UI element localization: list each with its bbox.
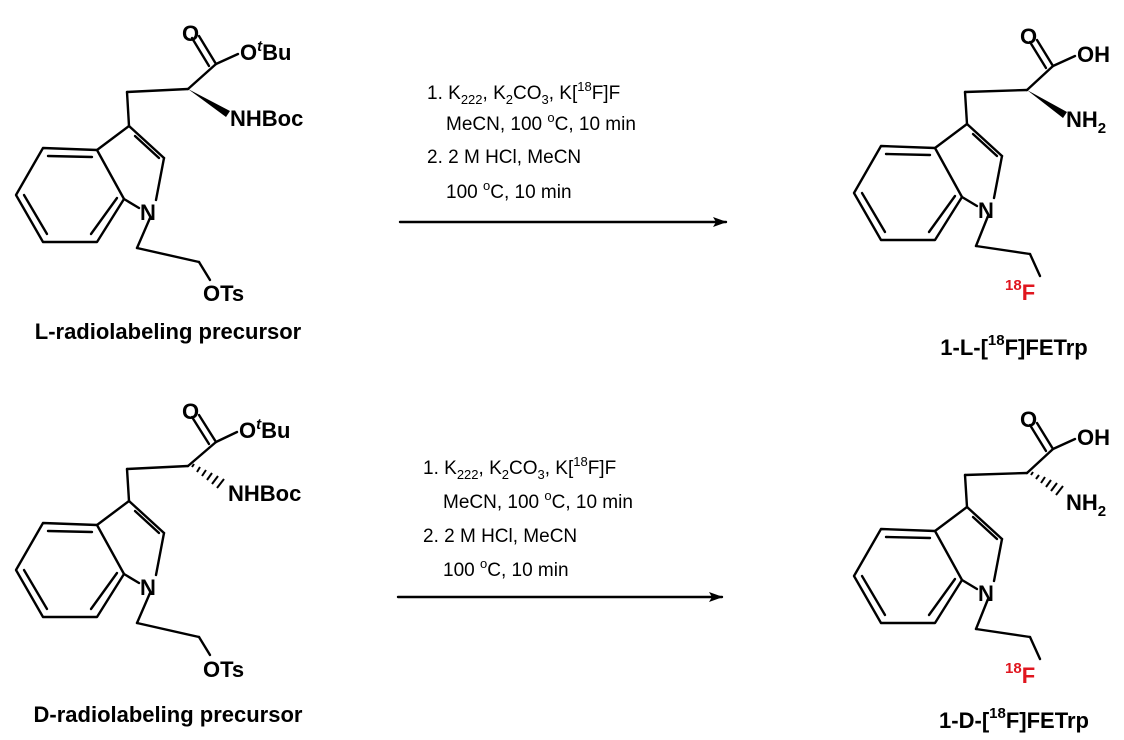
indole-nitrogen: N: [140, 575, 156, 600]
tosylate-group: OTs: [203, 657, 244, 682]
l-product-label: 1-L-[18F]FETrp: [940, 332, 1087, 360]
l-product-structure: N O OH NH2 18F: [852, 24, 1110, 305]
condition-line-3: 2. 2 M HCl, MeCN: [423, 526, 577, 547]
d-reaction-conditions: 1. K222, K2CO3, K[18F]F MeCN, 100 oC, 10…: [423, 454, 633, 581]
condition-line-2: MeCN, 100 oC, 10 min: [443, 488, 633, 513]
reaction-l: N O OtBu NHBoc OTs L-radiolabeling precu…: [14, 21, 1110, 360]
d-precursor-structure: N O OtBu NHBoc OTs: [14, 399, 301, 682]
d-product-structure: N O OH NH2 18F: [852, 407, 1110, 688]
d-precursor-label: D-radiolabeling precursor: [34, 702, 303, 727]
l-reaction-conditions: 1. K222, K2CO3, K[18F]F MeCN, 100 oC, 10…: [427, 79, 636, 203]
carbonyl-oxygen: O: [182, 399, 199, 424]
condition-line-1: 1. K222, K2CO3, K[18F]F: [427, 79, 620, 107]
condition-line-2: MeCN, 100 oC, 10 min: [446, 110, 636, 135]
d-product-label: 1-D-[18F]FETrp: [939, 705, 1089, 733]
tosylate-group: OTs: [203, 281, 244, 306]
indole-nitrogen: N: [140, 200, 156, 225]
nhboc-group: NHBoc: [228, 481, 301, 506]
fluorine-18: 18F: [1005, 660, 1035, 688]
amine-group: NH2: [1066, 490, 1106, 520]
l-precursor-structure: N O OtBu NHBoc OTs: [14, 21, 303, 306]
tbu-ester: OtBu: [239, 416, 290, 443]
condition-line-4: 100 oC, 10 min: [443, 556, 569, 581]
l-precursor-label: L-radiolabeling precursor: [35, 319, 302, 344]
reaction-d: N O OtBu NHBoc OTs D-radiolabeling precu…: [14, 399, 1110, 733]
indole-nitrogen: N: [978, 581, 994, 606]
nhboc-group: NHBoc: [230, 106, 303, 131]
hydroxyl-group: OH: [1077, 425, 1110, 450]
tbu-ester: OtBu: [240, 38, 291, 65]
carbonyl-oxygen: O: [182, 21, 199, 46]
condition-line-1: 1. K222, K2CO3, K[18F]F: [423, 454, 616, 482]
carbonyl-oxygen: O: [1020, 407, 1037, 432]
hydroxyl-group: OH: [1077, 42, 1110, 67]
condition-line-3: 2. 2 M HCl, MeCN: [427, 147, 581, 168]
carbonyl-oxygen: O: [1020, 24, 1037, 49]
amine-group: NH2: [1066, 107, 1106, 137]
fluorine-18: 18F: [1005, 277, 1035, 305]
indole-nitrogen: N: [978, 198, 994, 223]
condition-line-4: 100 oC, 10 min: [446, 178, 572, 203]
